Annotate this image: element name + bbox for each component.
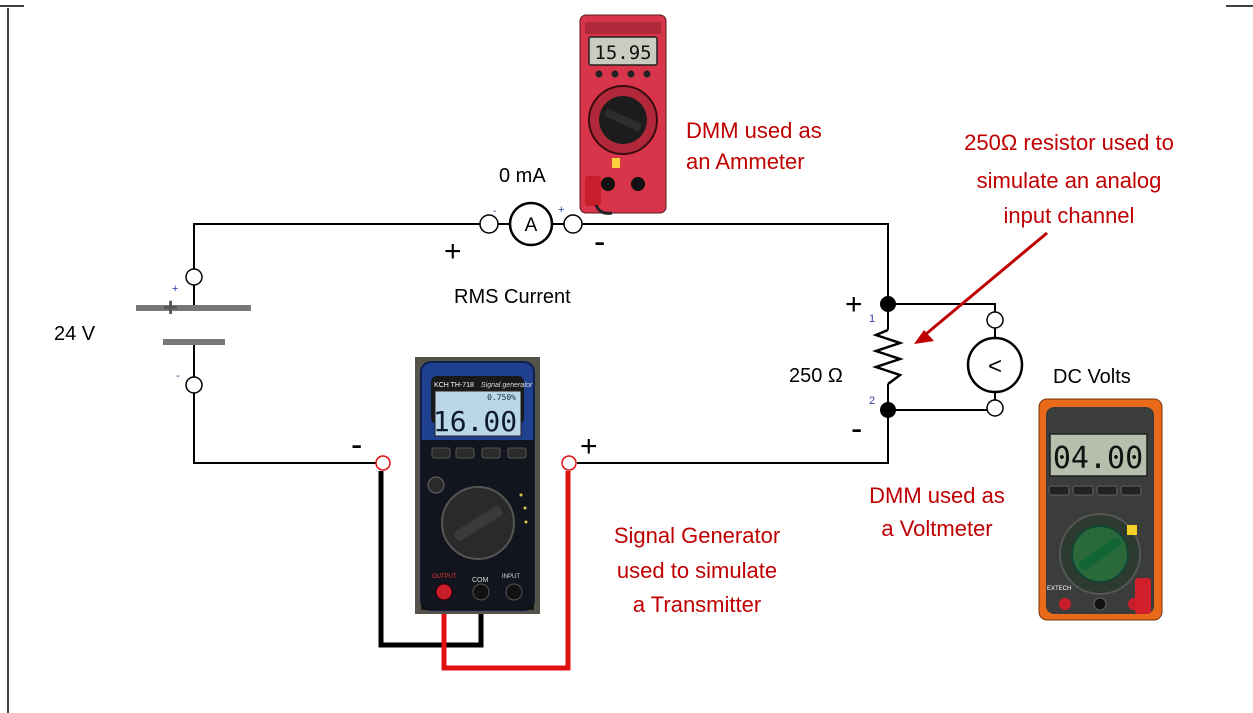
battery-symbol: + + - 24 V — [54, 268, 251, 394]
generator-terminals: - + — [351, 426, 598, 471]
resistor-node-top — [880, 296, 896, 312]
resistor-note-line-3: input channel — [1004, 203, 1135, 228]
battery-voltage-label: 24 V — [54, 323, 96, 345]
generator-output-port: OUTPUT — [432, 574, 457, 580]
resistor-plus-sign: + — [845, 288, 863, 321]
voltmeter-device: 04.00 EXTECH — [1038, 398, 1163, 621]
battery-plate-long — [136, 305, 251, 311]
ammeter-circle — [508, 201, 554, 247]
test-leads — [378, 471, 571, 671]
resistor-arrow — [914, 231, 1048, 344]
generator-input-port: INPUT — [502, 574, 520, 580]
red-lead — [441, 471, 571, 671]
generator-brand-text: KCH TH-718 — [434, 382, 474, 389]
voltmeter-terminal-bottom — [986, 399, 1004, 417]
ammeter-letter: A — [525, 215, 538, 236]
resistor-note-line-1: 250Ω resistor used to — [964, 130, 1174, 155]
voltmeter-lcd — [1049, 433, 1148, 477]
resistor-node-bottom — [880, 402, 896, 418]
resistor-value-label: 250 Ω — [789, 365, 843, 387]
voltmeter-terminal-top — [986, 311, 1004, 329]
page-border — [0, 5, 1253, 713]
rms-current-label: RMS Current — [454, 286, 571, 308]
generator-com-port: COM — [472, 577, 489, 584]
battery-plate-short — [163, 339, 225, 345]
ammeter-minus-sign: - — [594, 223, 605, 261]
generator-minus-sign: - — [351, 426, 362, 464]
battery-terminal-plus-label: + — [172, 283, 178, 295]
ammeter-plus-sign: + — [444, 235, 462, 268]
black-lead — [378, 471, 484, 648]
battery-terminal-bottom — [185, 376, 203, 394]
resistor-pin-1: 1 — [869, 313, 875, 325]
signal-generator-device: KCH TH-718 Signal generator 0.750% 16.00… — [415, 357, 540, 614]
ammeter-note-line-2: an Ammeter — [686, 149, 805, 174]
ammeter-device: 15.95 — [579, 14, 667, 215]
voltmeter-brand-text: EXTECH — [1047, 586, 1071, 592]
ammeter-terminal-right — [563, 214, 583, 234]
voltmeter-note-line-2: a Voltmeter — [881, 516, 992, 541]
voltmeter-note-line-1: DMM used as — [869, 483, 1005, 508]
voltmeter-circle — [966, 336, 1024, 394]
ammeter-lcd — [588, 36, 658, 66]
battery-terminal-top — [185, 268, 203, 286]
ammeter-reading-label: 0 mA — [499, 165, 546, 187]
generator-note-line-1: Signal Generator — [614, 523, 780, 548]
generator-note-line-3: a Transmitter — [633, 592, 761, 617]
battery-terminal-minus-label: - — [176, 370, 180, 382]
generator-terminal-minus — [375, 455, 391, 471]
voltmeter-lcd-reading: 04.00 — [1053, 441, 1143, 476]
ammeter-note-line-1: DMM used as — [686, 118, 822, 143]
resistor-pin-2: 2 — [869, 395, 875, 407]
ammeter-symbol: A - + 0 mA + - RMS Current — [444, 165, 605, 308]
annotations: DMM used as an Ammeter 250Ω resistor use… — [614, 118, 1174, 617]
resistor-symbol: 1 2 + - 250 Ω — [789, 288, 904, 448]
resistor-note-line-2: simulate an analog — [977, 168, 1162, 193]
resistor-minus-sign: - — [851, 410, 862, 448]
generator-lcd-reading: 16.00 — [433, 405, 517, 438]
generator-lcd-percent: 0.750% — [487, 393, 516, 402]
voltmeter-symbol-glyph: < — [988, 353, 1002, 380]
generator-subtitle-text: Signal generator — [481, 382, 533, 389]
ammeter-plus-pin: + — [558, 204, 564, 216]
voltmeter-symbol: < DC Volts — [966, 311, 1131, 417]
generator-plus-sign: + — [580, 430, 598, 463]
resistor-zigzag — [872, 328, 904, 385]
ammeter-minus-pin: - — [493, 206, 496, 217]
voltmeter-label: DC Volts — [1053, 366, 1131, 388]
ammeter-lcd-reading: 15.95 — [594, 42, 651, 64]
generator-note-line-2: used to simulate — [617, 558, 777, 583]
generator-lcd — [434, 390, 522, 437]
generator-terminal-plus — [561, 455, 577, 471]
ammeter-terminal-left — [479, 214, 499, 234]
battery-plus-sign: + — [163, 292, 178, 322]
